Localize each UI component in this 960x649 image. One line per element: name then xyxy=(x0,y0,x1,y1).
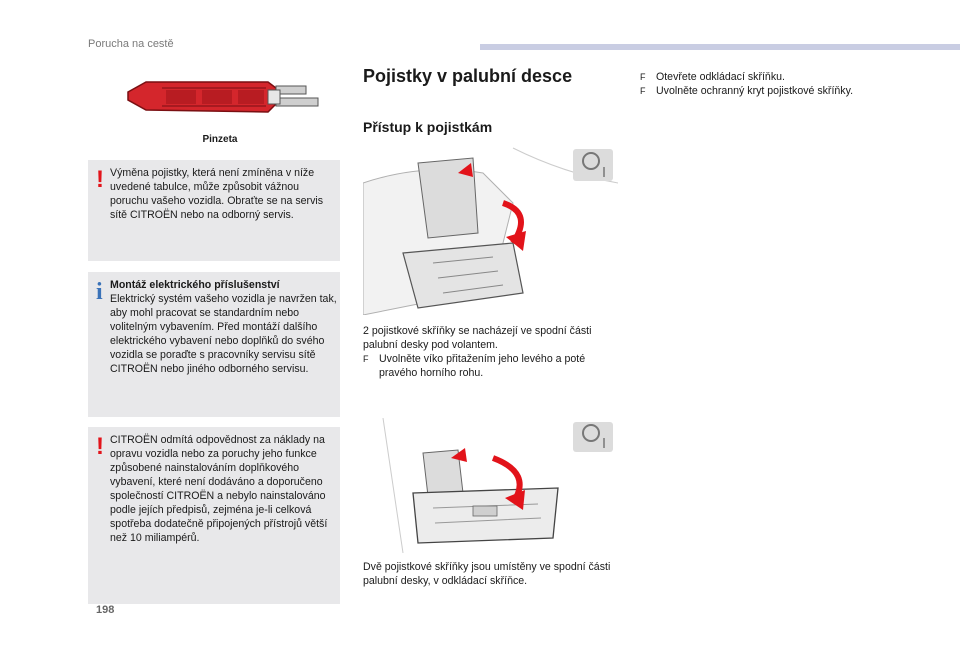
tweezers-illustration xyxy=(127,81,319,113)
fuse-location-note: 2 pojistkové skříňky se nacházejí ve spo… xyxy=(363,324,618,380)
info-text: Elektrický systém vašeho vozidla je navr… xyxy=(110,293,337,375)
fuse-box-dashboard-photo xyxy=(363,143,618,315)
tweezers-caption: Pinzeta xyxy=(202,134,238,145)
step-text: Uvolněte ochranný kryt pojistkové skříňk… xyxy=(656,85,854,97)
section-subtitle: Přístup k pojistkám xyxy=(363,119,493,135)
warning-icon: ! xyxy=(96,433,104,460)
bullet-icon: F xyxy=(363,354,369,364)
warning-box-responsibility: ! CITROËN odmítá odpovědnost za náklady … xyxy=(88,427,340,604)
right-column-steps: F Otevřete odkládací skříňku. F Uvolněte… xyxy=(640,70,910,98)
info-title: Montáž elektrického příslušenství xyxy=(110,279,280,291)
warning-text: CITROËN odmítá odpovědnost za náklady na… xyxy=(110,434,328,544)
warning-box: ! Výměna pojistky, která není zmíněna v … xyxy=(88,160,340,261)
bullet-text: Uvolněte víko přitažením jeho levého a p… xyxy=(379,353,586,379)
header-bar xyxy=(480,44,960,50)
warning-icon: ! xyxy=(96,166,104,193)
fuse-location-text: 2 pojistkové skříňky se nacházejí ve spo… xyxy=(363,325,592,351)
step-text: Otevřete odkládací skříňku. xyxy=(656,71,785,83)
page-number: 198 xyxy=(96,604,115,616)
info-box: i Montáž elektrického příslušenství Elek… xyxy=(88,272,340,417)
bullet-icon: F xyxy=(640,86,646,96)
glovebox-fuse-photo xyxy=(363,418,618,553)
bullet-icon: F xyxy=(640,72,646,82)
section-header: Porucha na cestě xyxy=(88,38,174,50)
warning-text: Výměna pojistky, která není zmíněna v ní… xyxy=(110,167,324,221)
glovebox-note: Dvě pojistkové skříňky jsou umístěny ve … xyxy=(363,561,611,587)
info-icon: i xyxy=(96,279,103,305)
page-title: Pojistky v palubní desce xyxy=(363,66,573,86)
